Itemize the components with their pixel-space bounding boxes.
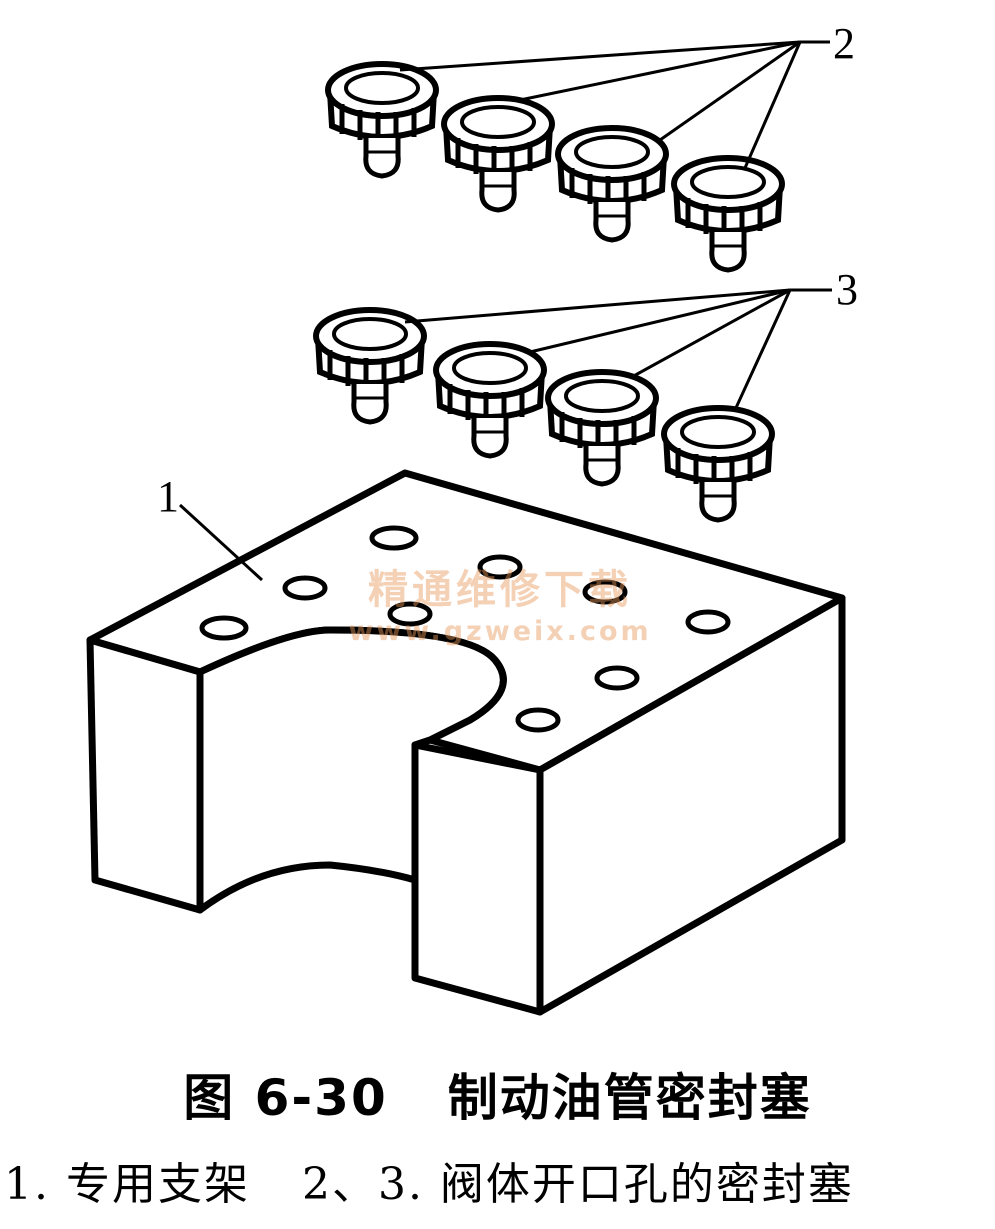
seal-plug (548, 372, 656, 484)
seal-plug (328, 64, 436, 176)
legend-item-1: 1. 专用支架 (4, 1159, 250, 1210)
block-hole (199, 615, 249, 641)
leader-line-1 (178, 503, 264, 582)
figure-number: 图 6-30 (183, 1069, 388, 1127)
block-hole (477, 554, 523, 580)
seal-plug (674, 158, 782, 270)
figure-title: 制动油管密封塞 (447, 1069, 812, 1127)
special-bracket-block (86, 469, 846, 1016)
seal-plug (436, 344, 544, 456)
callout-2: 2 (833, 19, 855, 68)
seal-plug-row-2 (328, 64, 782, 270)
leader-lines-3 (404, 288, 832, 411)
block-hole (685, 609, 731, 635)
block-hole (582, 579, 628, 605)
leader-lines-2 (399, 40, 830, 169)
callout-3: 3 (836, 265, 858, 314)
seal-plug (316, 310, 424, 422)
figure-caption-title: 图 6-30 制动油管密封塞 (0, 1058, 995, 1130)
callout-1: 1 (157, 472, 179, 521)
block-hole (515, 707, 561, 733)
figure-legend: 1. 专用支架 2、3. 阀体开口孔的密封塞 (4, 1148, 994, 1212)
block-holes (199, 525, 731, 733)
block-hole (594, 665, 640, 691)
seal-plug (558, 128, 666, 240)
legend-item-2: 2、3. 阀体开口孔的密封塞 (301, 1159, 854, 1210)
block-hole (369, 525, 419, 551)
block-hole (387, 601, 433, 627)
block-hole (282, 575, 328, 601)
seal-plug (444, 98, 552, 210)
seal-plug (664, 408, 772, 520)
